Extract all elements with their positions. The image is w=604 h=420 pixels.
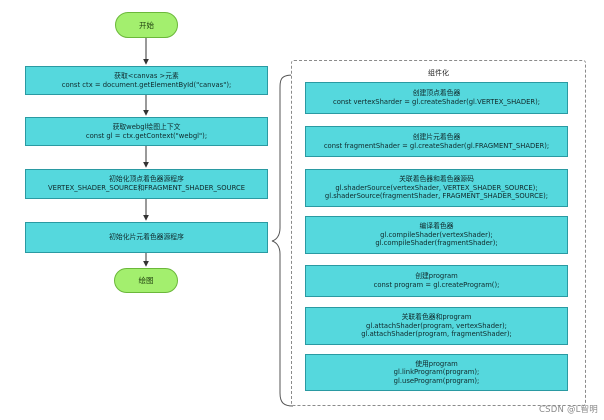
step-get-webgl-context-title: 获取webgl绘图上下文 [112,122,181,131]
comp-compile-shader-code-fragment: gl.compileShader(fragmentShader); [375,239,498,248]
comp-create-vertex-shader: 创建顶点着色器 const vertexSharder = gl.createS… [305,82,568,114]
step-init-fragment-source: 初始化片元着色器源程序 [25,222,268,253]
comp-shader-source: 关联着色器和着色器源码 gl.shaderSource(vertexShader… [305,169,568,207]
comp-use-program-title: 使用program [415,359,458,368]
comp-create-program: 创建program const program = gl.createProgr… [305,265,568,297]
comp-create-fragment-shader-title: 创建片元着色器 [412,132,461,141]
comp-attach-shader-title: 关联着色器和program [401,313,472,322]
csdn-watermark: CSDN @L智明 [539,405,598,415]
comp-compile-shader-code-vertex: gl.compileShader(vertexShader); [380,230,493,239]
comp-compile-shader-title: 编译着色器 [419,222,454,231]
comp-use-program-code-link: gl.linkProgram(program); [393,368,480,377]
step-init-vertex-source-code: VERTEX_SHADER_SOURCE和FRAGMENT_SHADER_SOU… [48,184,245,192]
comp-create-vertex-shader-title: 创建顶点着色器 [412,89,461,98]
step-init-fragment-source-title: 初始化片元着色器源程序 [109,233,184,242]
comp-create-program-code: const program = gl.createProgram(); [373,281,500,289]
start-label: 开始 [139,20,154,30]
comp-attach-shader-code-vertex: gl.attachShader(program, vertexShader); [366,321,507,330]
comp-attach-shader: 关联着色器和program gl.attachShader(program, v… [305,307,568,345]
comp-create-program-title: 创建program [415,272,458,281]
comp-create-vertex-shader-code: const vertexSharder = gl.createShader(gl… [332,98,541,106]
component-group-title: 组件化 [428,69,449,77]
comp-use-program-code-use: gl.useProgram(program); [393,376,480,385]
step-get-canvas-code: const ctx = document.getElementById("can… [61,80,232,89]
comp-shader-source-code-vertex: gl.shaderSource(vertexShader, VERTEX_SHA… [335,183,538,192]
step-init-vertex-source: 初始化顶点着色器源程序 VERTEX_SHADER_SOURCE和FRAGMEN… [25,169,268,199]
end-node: 绘图 [114,268,178,293]
comp-use-program: 使用program gl.linkProgram(program); gl.us… [305,354,568,391]
step-init-vertex-source-title: 初始化顶点着色器源程序 [109,175,184,184]
comp-create-fragment-shader: 创建片元着色器 const fragmentShader = gl.create… [305,126,568,157]
comp-shader-source-code-fragment: gl.shaderSource(fragmentShader, FRAGMENT… [324,192,549,201]
comp-attach-shader-code-fragment: gl.attachShader(program, fragmentShader)… [361,330,512,339]
comp-create-fragment-shader-code: const fragmentShader = gl.createShader(g… [323,141,550,150]
comp-compile-shader: 编译着色器 gl.compileShader(vertexShader); gl… [305,216,568,254]
comp-shader-source-title: 关联着色器和着色器源码 [399,175,474,184]
step-get-webgl-context-code: const gl = ctx.getContext("webgl"); [85,131,208,140]
step-get-canvas-title: 获取<canvas >元素 [114,71,179,80]
group-brace [271,74,294,407]
end-label: 绘图 [138,276,154,285]
step-get-webgl-context: 获取webgl绘图上下文 const gl = ctx.getContext("… [25,117,268,146]
start-node: 开始 [115,12,178,38]
step-get-canvas: 获取<canvas >元素 const ctx = document.getEl… [25,66,268,95]
